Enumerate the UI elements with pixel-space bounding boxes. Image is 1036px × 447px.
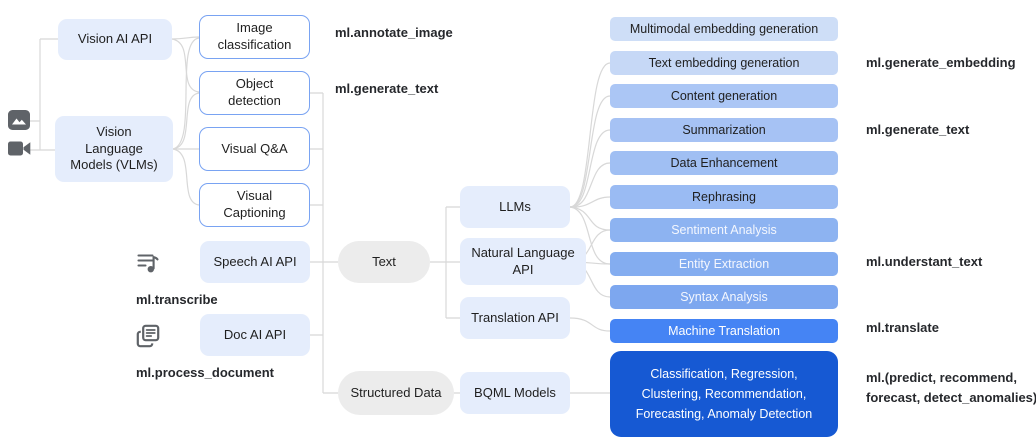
- node-label: Doc AI API: [223, 326, 287, 342]
- capability-box-syntax-analysis: Syntax Analysis: [610, 285, 838, 309]
- label-line: ml.(predict, recommend,: [866, 370, 1017, 385]
- node-translation-api: Translation API: [460, 297, 570, 339]
- edges-text-branch: [430, 206, 460, 319]
- node-label: Vision AI API: [77, 31, 153, 47]
- node-visual-qa: Visual Q&A: [199, 127, 310, 171]
- label-ml-transcribe: ml.transcribe: [136, 292, 218, 307]
- node-label: LLMs: [499, 198, 531, 214]
- node-label: Image classification: [217, 20, 292, 52]
- node-llms: LLMs: [460, 186, 570, 228]
- label-ml-generate-embedding: ml.generate_embedding: [866, 55, 1016, 70]
- speech-transcript-icon: [137, 254, 159, 273]
- node-label: Speech AI API: [213, 253, 297, 269]
- edges-vision-fan: [171, 36, 200, 206]
- node-label: Structured Data: [350, 384, 442, 400]
- node-vision-ai-api: Vision AI API: [58, 19, 172, 60]
- edges-source-icons: [30, 38, 58, 151]
- node-label: Natural Language API: [471, 244, 575, 277]
- capability-box-content-generation: Content generation: [610, 84, 838, 108]
- node-text-modality: Text: [338, 241, 430, 283]
- node-object-detection: Object detection: [199, 71, 310, 115]
- node-label: Text: [372, 253, 396, 269]
- edges-llm-fan: [569, 62, 611, 265]
- capability-box-data-enhancement: Data Enhancement: [610, 151, 838, 175]
- capability-box-rephrasing: Rephrasing: [610, 185, 838, 209]
- image-icon: [8, 110, 30, 130]
- node-label: BQML Models: [474, 384, 556, 400]
- label-ml-translate: ml.translate: [866, 320, 939, 335]
- node-label: Vision Language Models (VLMs): [70, 123, 158, 173]
- capability-box-entity-extraction: Entity Extraction: [610, 252, 838, 276]
- node-vision-language-models: Vision Language Models (VLMs): [55, 116, 173, 182]
- node-label: Object detection: [228, 76, 281, 108]
- label-line: forecast, detect_anomalies): [866, 389, 1036, 405]
- node-bqml-models: BQML Models: [460, 372, 570, 414]
- capability-box-bqml-tasks: Classification, Regression, Clustering, …: [610, 351, 838, 437]
- label-ml-process-document: ml.process_document: [136, 365, 274, 380]
- node-structured-data: Structured Data: [338, 371, 454, 415]
- video-camera-icon: [8, 141, 31, 156]
- node-doc-ai-api: Doc AI API: [200, 314, 310, 356]
- edges-middle-collector: [310, 92, 338, 394]
- capability-box-multimodal-embedding: Multimodal embedding generation: [610, 17, 838, 41]
- label-ml-annotate-image: ml.annotate_image: [335, 25, 453, 40]
- label-ml-understant-text: ml.understant_text: [866, 254, 983, 269]
- capability-box-text-embedding: Text embedding generation: [610, 51, 838, 75]
- label-ml-generate-text-left: ml.generate_text: [335, 81, 439, 96]
- node-visual-captioning: Visual Captioning: [199, 183, 310, 227]
- node-label: Translation API: [471, 309, 559, 325]
- capability-box-summarization: Summarization: [610, 118, 838, 142]
- label-ml-generate-text-right: ml.generate_text: [866, 122, 970, 137]
- label-ml-predict-family: ml.(predict, recommend, forecast, detect…: [866, 368, 1036, 407]
- node-label: Visual Captioning: [223, 188, 286, 220]
- capability-box-sentiment-analysis: Sentiment Analysis: [610, 218, 838, 242]
- document-icon: [136, 324, 160, 348]
- capability-box-machine-translation: Machine Translation: [610, 319, 838, 343]
- node-label: Visual Q&A: [221, 140, 288, 156]
- node-natural-language-api: Natural Language API: [460, 238, 586, 285]
- node-image-classification: Image classification: [199, 15, 310, 59]
- edges-translation: [569, 317, 611, 332]
- node-speech-ai-api: Speech AI API: [200, 241, 310, 283]
